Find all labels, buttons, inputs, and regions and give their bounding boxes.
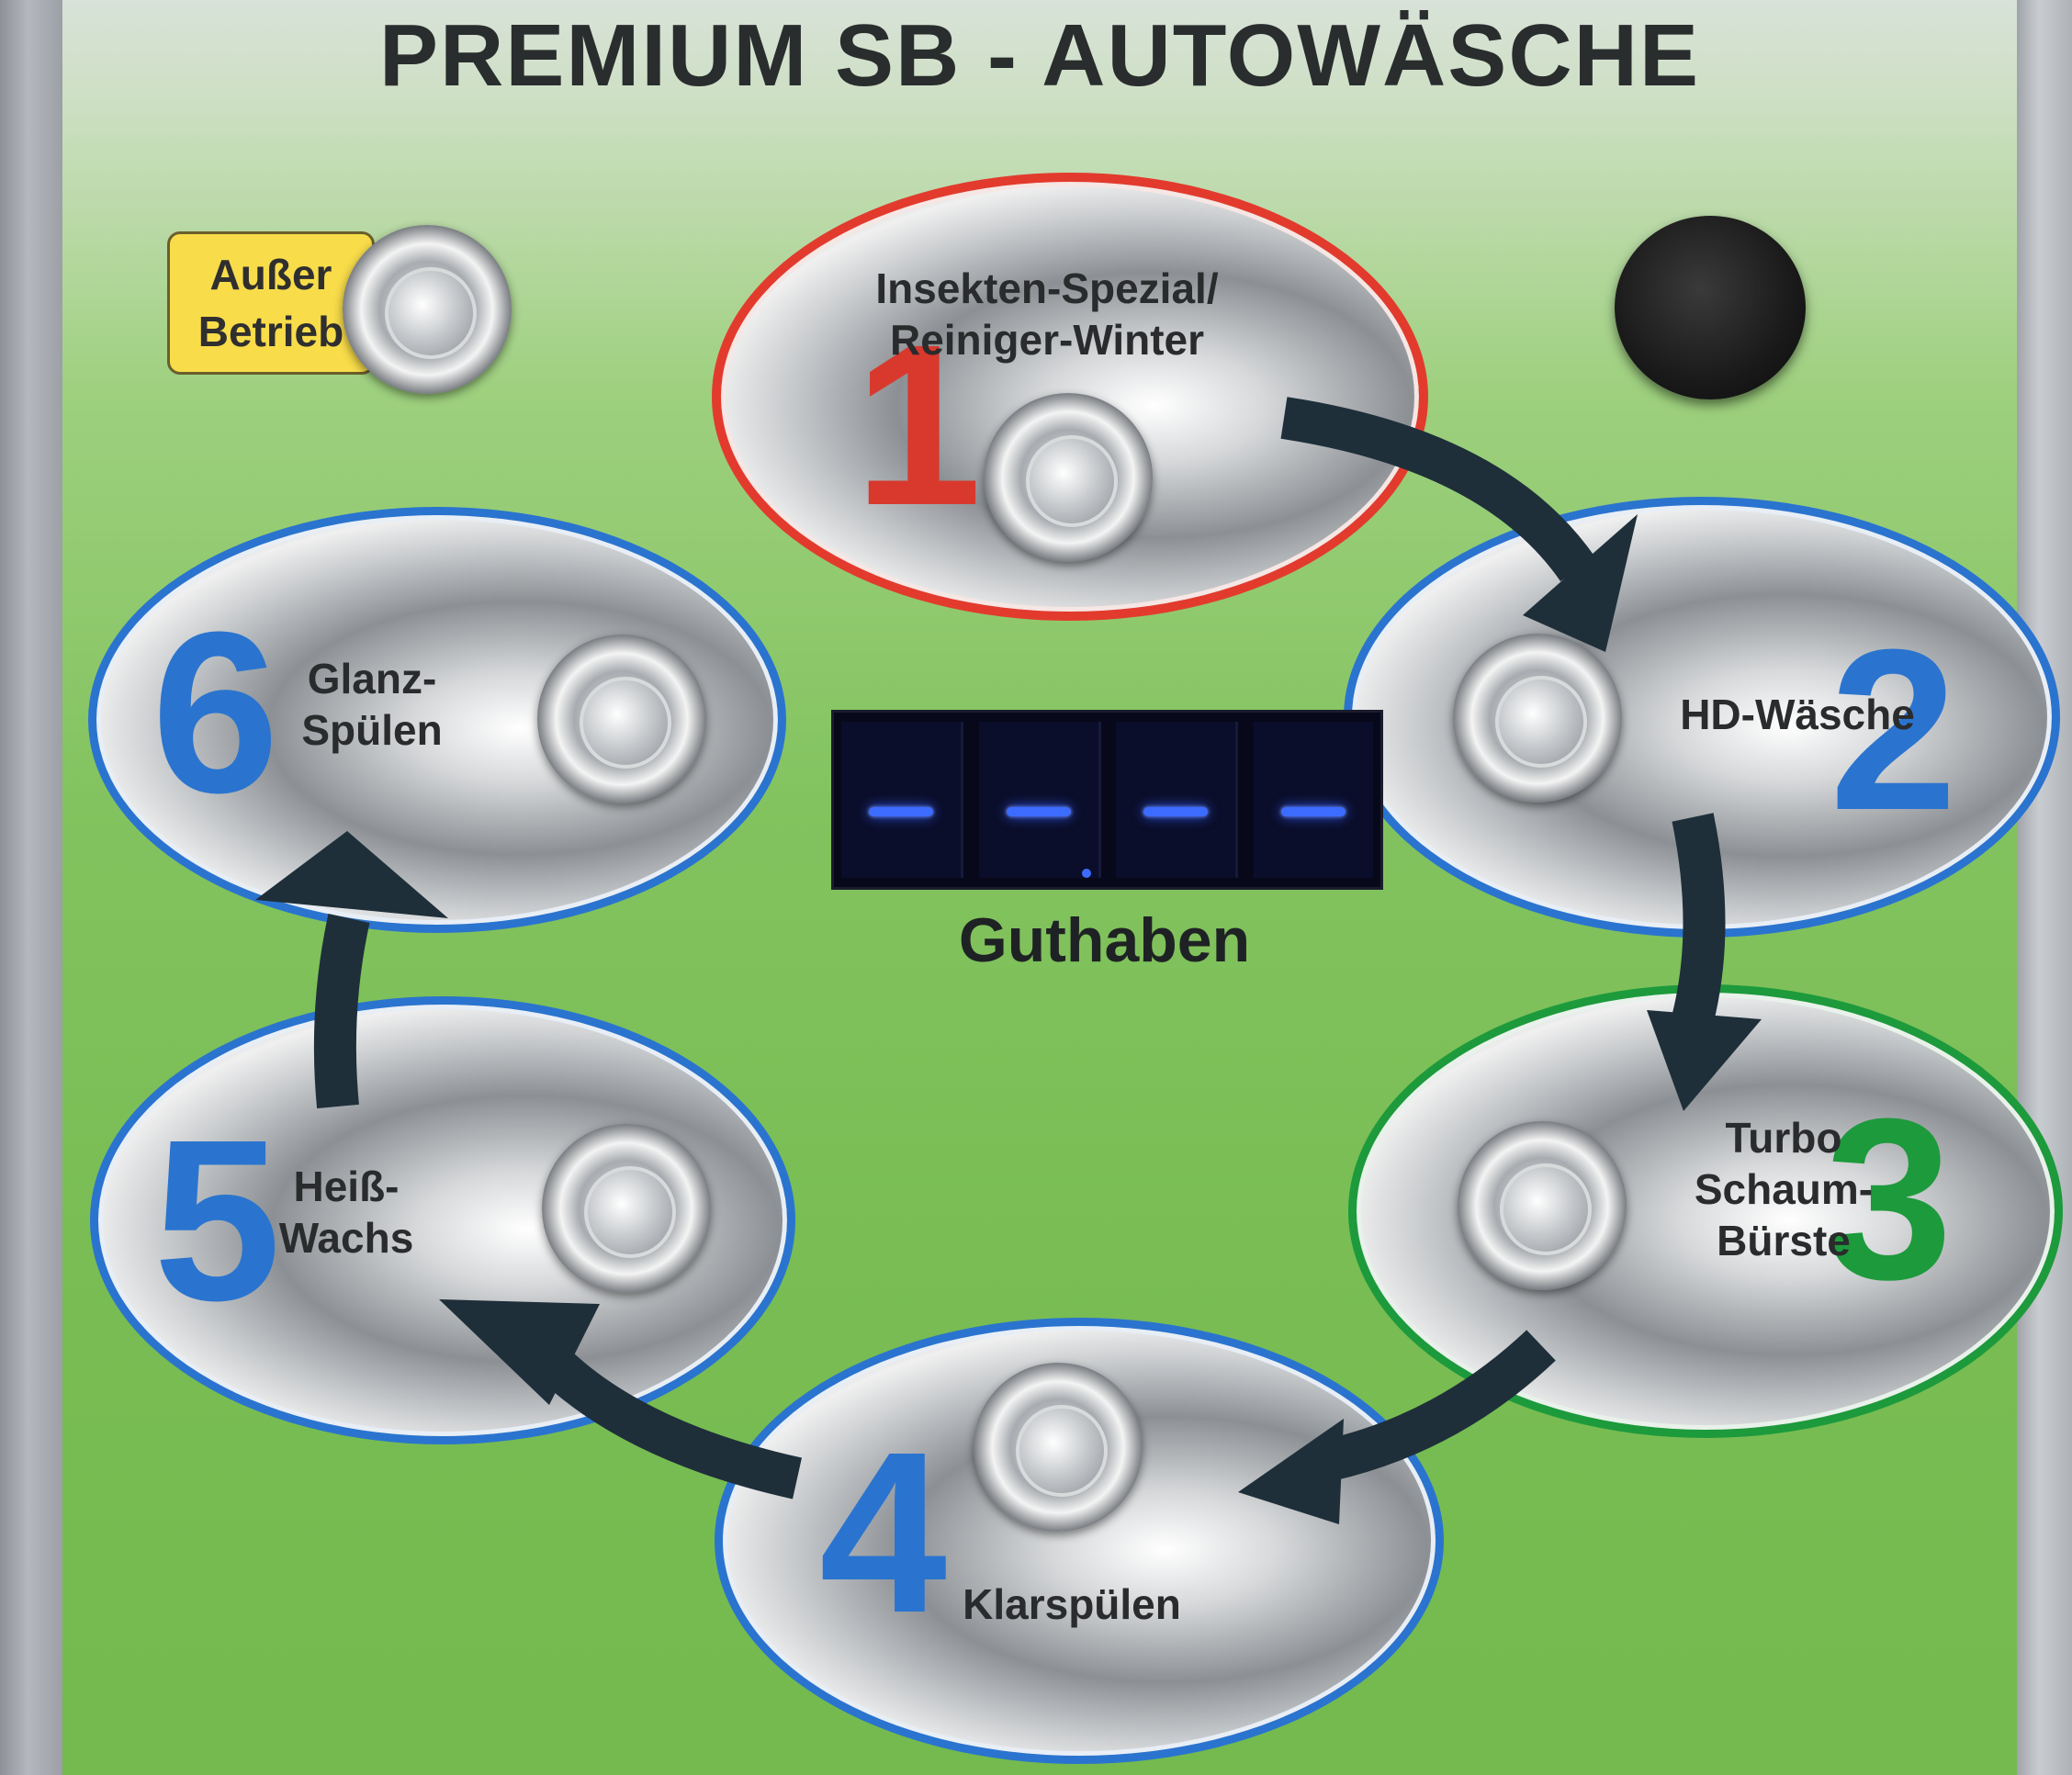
program-3-button[interactable] — [1458, 1121, 1627, 1290]
program-5-plate: 5 Heiß- Wachs — [90, 996, 795, 1444]
digit-dash — [1006, 807, 1071, 816]
program-3-number: 3 — [1825, 1071, 1954, 1327]
program-4-button[interactable] — [974, 1363, 1143, 1532]
program-3-label-line2: Schaum- — [1694, 1165, 1874, 1213]
arrow-3-to-4 — [1324, 1330, 1556, 1481]
arrowhead-3 — [1647, 1010, 1762, 1111]
display-digit — [1116, 722, 1239, 878]
program-6-plate: 6 Glanz- Spülen — [88, 507, 786, 933]
arrowhead-5 — [439, 1299, 600, 1405]
program-3-label-line3: Bürste — [1717, 1217, 1851, 1264]
card-reader-sensor[interactable] — [1615, 216, 1806, 399]
program-3-label: Turbo Schaum- Bürste — [1632, 1112, 1935, 1266]
decimal-point — [1082, 869, 1091, 878]
program-1-button[interactable] — [984, 393, 1153, 562]
right-frame — [2017, 0, 2072, 1775]
digit-dash — [1143, 807, 1209, 816]
digit-dash — [869, 807, 934, 816]
program-2-label-line1: HD-Wäsche — [1680, 691, 1915, 738]
credit-display — [831, 710, 1383, 890]
program-6-button[interactable] — [537, 635, 706, 803]
program-5-button[interactable] — [542, 1124, 711, 1293]
program-6-label-line2: Spülen — [301, 706, 443, 754]
program-6-label-line1: Glanz- — [307, 655, 437, 702]
panel-title: PREMIUM SB - AUTOWÄSCHE — [379, 6, 1700, 105]
digit-dash — [1280, 807, 1346, 816]
program-4-plate: 4 Klarspülen — [715, 1318, 1444, 1764]
program-6-label: Glanz- Spülen — [243, 653, 501, 756]
arrow-2-to-3 — [1672, 813, 1726, 1025]
arrow-1-to-2 — [1280, 397, 1595, 582]
service-button[interactable] — [343, 225, 512, 394]
program-5-label-line1: Heiß- — [293, 1163, 400, 1210]
program-1-label-line2: Reiniger-Winter — [889, 316, 1205, 364]
program-1-plate: 1 Insekten-Spezial/ Reiniger-Winter — [712, 173, 1428, 621]
display-digit — [978, 722, 1101, 878]
arrow-4-to-5 — [534, 1343, 802, 1500]
arrowhead-6 — [255, 831, 448, 918]
display-digit — [841, 722, 964, 878]
badge-line2: Betrieb — [197, 308, 344, 355]
program-1-label: Insekten-Spezial/ Reiniger-Winter — [808, 263, 1286, 365]
control-panel: PREMIUM SB - AUTOWÄSCHE Außer Betrieb 1 … — [62, 0, 2063, 1775]
program-3-label-line1: Turbo — [1725, 1114, 1842, 1162]
arrowhead-2 — [1523, 514, 1638, 652]
program-5-number: 5 — [153, 1092, 282, 1348]
sequence-arrows — [255, 397, 1762, 1524]
program-1-label-line1: Insekten-Spezial/ — [875, 264, 1219, 312]
program-6-number: 6 — [152, 584, 280, 840]
program-5-label: Heiß- Wachs — [208, 1161, 484, 1264]
program-2-number: 2 — [1830, 601, 1958, 858]
badge-line1: Außer — [209, 251, 332, 298]
program-5-label-line2: Wachs — [278, 1214, 414, 1262]
out-of-service-badge: Außer Betrieb — [167, 231, 375, 375]
program-2-button[interactable] — [1453, 634, 1622, 803]
program-2-label: HD-Wäsche — [1646, 689, 1949, 740]
program-1-number: 1 — [854, 297, 983, 553]
program-4-label: Klarspülen — [870, 1578, 1274, 1630]
left-frame — [0, 0, 62, 1775]
arrowhead-4 — [1238, 1419, 1344, 1524]
display-digit — [1253, 722, 1373, 878]
display-caption: Guthaben — [958, 905, 1251, 975]
program-4-number: 4 — [819, 1404, 948, 1660]
arrow-5-to-6 — [313, 914, 370, 1109]
program-4-label-line1: Klarspülen — [963, 1580, 1181, 1628]
